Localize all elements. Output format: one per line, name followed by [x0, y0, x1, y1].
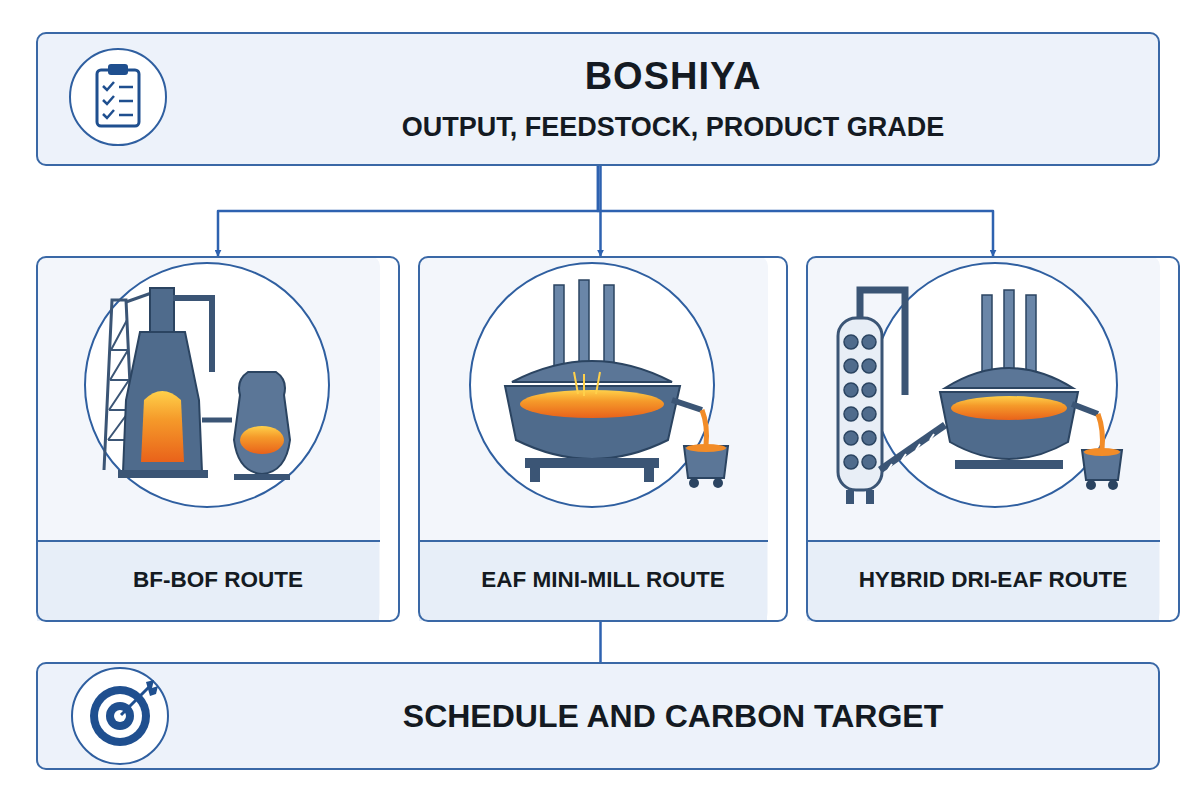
illustration-part [862, 455, 876, 469]
box-subtitle: OUTPUT, FEEDSTOCK, PRODUCT GRADE [402, 112, 945, 143]
illustration-part [512, 361, 672, 382]
box-fill [36, 32, 1160, 166]
eaf-illustration [470, 263, 728, 507]
illustration-part [1004, 290, 1014, 380]
flow-connector [599, 622, 602, 662]
illustration-part [862, 383, 876, 397]
band-divider [418, 540, 768, 542]
illustration-part [1026, 295, 1036, 380]
illustration-part [150, 288, 174, 332]
target-icon [72, 668, 168, 764]
illustration-part [873, 263, 1117, 507]
illustration-part [240, 426, 284, 454]
illustration-part [1072, 404, 1098, 414]
illustration-part [844, 407, 858, 421]
illustration-part [955, 460, 1063, 469]
illustration-part [108, 64, 128, 75]
illustration-part [234, 474, 290, 480]
illustration-part [85, 263, 329, 507]
flow-connector [598, 166, 993, 256]
illustration-part [862, 359, 876, 373]
illustration-part [554, 285, 564, 375]
illustration-part [844, 455, 858, 469]
illustration-part [866, 490, 874, 504]
illustration-part [862, 335, 876, 349]
illustration-part [844, 359, 858, 373]
illustration-part [141, 391, 184, 462]
illustration-part [862, 407, 876, 421]
route-box: BF-BOF ROUTE [36, 256, 400, 622]
box-fill [36, 662, 1160, 770]
illustration-part [70, 49, 166, 145]
illustration-part [689, 478, 699, 488]
illustration-part [940, 392, 1078, 459]
illustration-part [103, 82, 114, 118]
illustration-part [844, 335, 858, 349]
header-box: BOSHIYA OUTPUT, FEEDSTOCK, PRODUCT GRADE [36, 32, 1160, 166]
illustration-part [520, 390, 664, 418]
dri-eaf-illustration [838, 263, 1122, 507]
illustration-part [846, 490, 854, 504]
illustration-part [119, 87, 133, 115]
illustration-part [525, 458, 659, 468]
illustration-part [672, 400, 702, 410]
illustration-part [470, 263, 714, 507]
illustration-part [686, 444, 726, 452]
illustration-part [123, 332, 202, 472]
illustration-part [951, 396, 1067, 420]
illustration-part [97, 70, 139, 126]
illustration-part [505, 386, 680, 459]
illustration-part [1084, 448, 1120, 456]
illustration-part [982, 295, 992, 380]
illustration-part [862, 431, 876, 445]
illustration-part [90, 686, 150, 746]
illustration-part [644, 468, 654, 482]
illustration-part [1098, 414, 1103, 450]
illustration-part [574, 372, 600, 396]
band-divider [36, 540, 380, 542]
band-divider [806, 540, 1160, 542]
illustration-part [880, 425, 945, 470]
illustration-part [234, 372, 290, 474]
illustration-part [202, 418, 232, 423]
illustration-part [530, 468, 540, 482]
illustration-part [1086, 480, 1096, 490]
box-label: BF-BOF ROUTE [38, 540, 398, 620]
illustration-part [1108, 480, 1118, 490]
illustration-part [121, 686, 150, 715]
illustration-part [702, 410, 707, 446]
illustration-part [118, 470, 208, 478]
box-label: SCHEDULE AND CARBON TARGET [403, 698, 943, 735]
illustration-part [838, 318, 882, 490]
flow-connector [218, 166, 598, 256]
box-label: BOSHIYA [585, 55, 762, 98]
dri-pellets [844, 335, 876, 469]
clipboard-icon [70, 49, 166, 145]
illustration-part [945, 368, 1073, 388]
target-box: SCHEDULE AND CARBON TARGET [36, 662, 1160, 770]
illustration-part [844, 431, 858, 445]
illustration-part [713, 478, 723, 488]
illustration-part [72, 668, 168, 764]
bf-bof-illustration [85, 263, 329, 507]
route-box: EAF MINI-MILL ROUTE [418, 256, 788, 622]
box-label: EAF MINI-MILL ROUTE [420, 540, 786, 620]
illustration-part [844, 383, 858, 397]
illustration-part [146, 680, 158, 696]
illustration-part [888, 434, 934, 470]
route-box: HYBRID DRI-EAF ROUTE [806, 256, 1180, 622]
box-label: HYBRID DRI-EAF ROUTE [808, 540, 1178, 620]
